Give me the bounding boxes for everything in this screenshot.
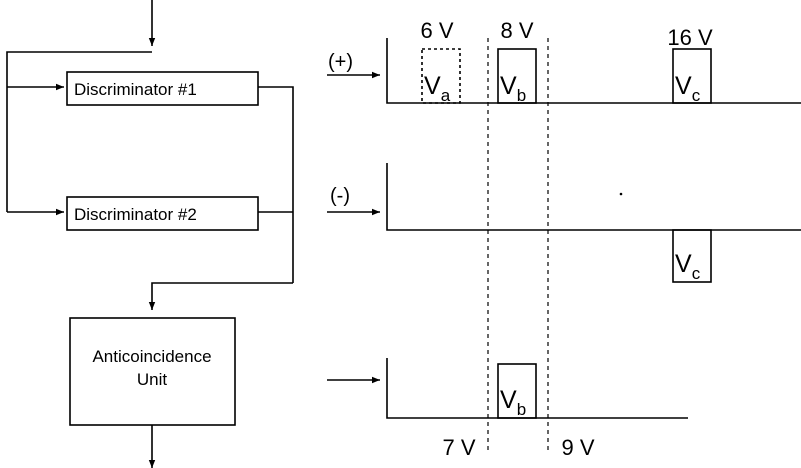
voltage-labels: 6 V 8 V 16 V 7 V 9 V (420, 18, 712, 460)
block-diagram (6, 0, 294, 468)
discriminator-2-label: Discriminator #2 (74, 205, 197, 224)
pulse-labels: Va Vb Vc Vc Vb (424, 72, 701, 419)
lower-threshold-label: 7 V (442, 435, 475, 460)
pulse-vc-positive-label: Vc (675, 72, 701, 105)
discriminator-1-label: Discriminator #1 (74, 80, 197, 99)
va-voltage-label: 6 V (420, 18, 453, 43)
upper-threshold-label: 9 V (561, 435, 594, 460)
pulse-va-box (421, 48, 461, 104)
anticoincidence-label-line-2: Unit (137, 370, 168, 389)
anticoincidence-channel-axis (386, 358, 688, 419)
pulse-vc-negative-label: Vc (675, 250, 701, 283)
block-labels: Discriminator #1 Discriminator #2 Antico… (74, 80, 212, 389)
discriminator-2-box (66, 196, 259, 231)
positive-channel-label: (+) (328, 51, 353, 73)
input-split-wire (6, 51, 152, 212)
pulse-va-label: Va (424, 72, 451, 105)
discriminator-1-box (66, 71, 259, 106)
channel-labels: (+) (-) (328, 51, 353, 207)
negative-channel-label: (-) (330, 185, 350, 207)
pulse-vb-positive-box (497, 48, 537, 104)
vb-voltage-label: 8 V (500, 18, 533, 43)
pulses (421, 48, 712, 419)
timing-axes (327, 38, 801, 419)
stray-dot (619, 192, 623, 196)
discriminator-1-output-wire (258, 86, 294, 283)
positive-channel-axis (386, 38, 801, 104)
negative-channel-axis (386, 163, 801, 231)
vc-voltage-label: 16 V (667, 25, 713, 50)
pulse-vb-positive-label: Vb (500, 72, 526, 105)
pulse-vb-output-box (497, 363, 537, 419)
pulse-vb-output-label: Vb (500, 386, 526, 419)
combined-output-wire (148, 282, 293, 310)
pulse-vc-positive-box (672, 48, 712, 104)
anticoincidence-label-line-1: Anticoincidence (92, 347, 211, 366)
pulse-vc-negative-box (672, 229, 712, 283)
